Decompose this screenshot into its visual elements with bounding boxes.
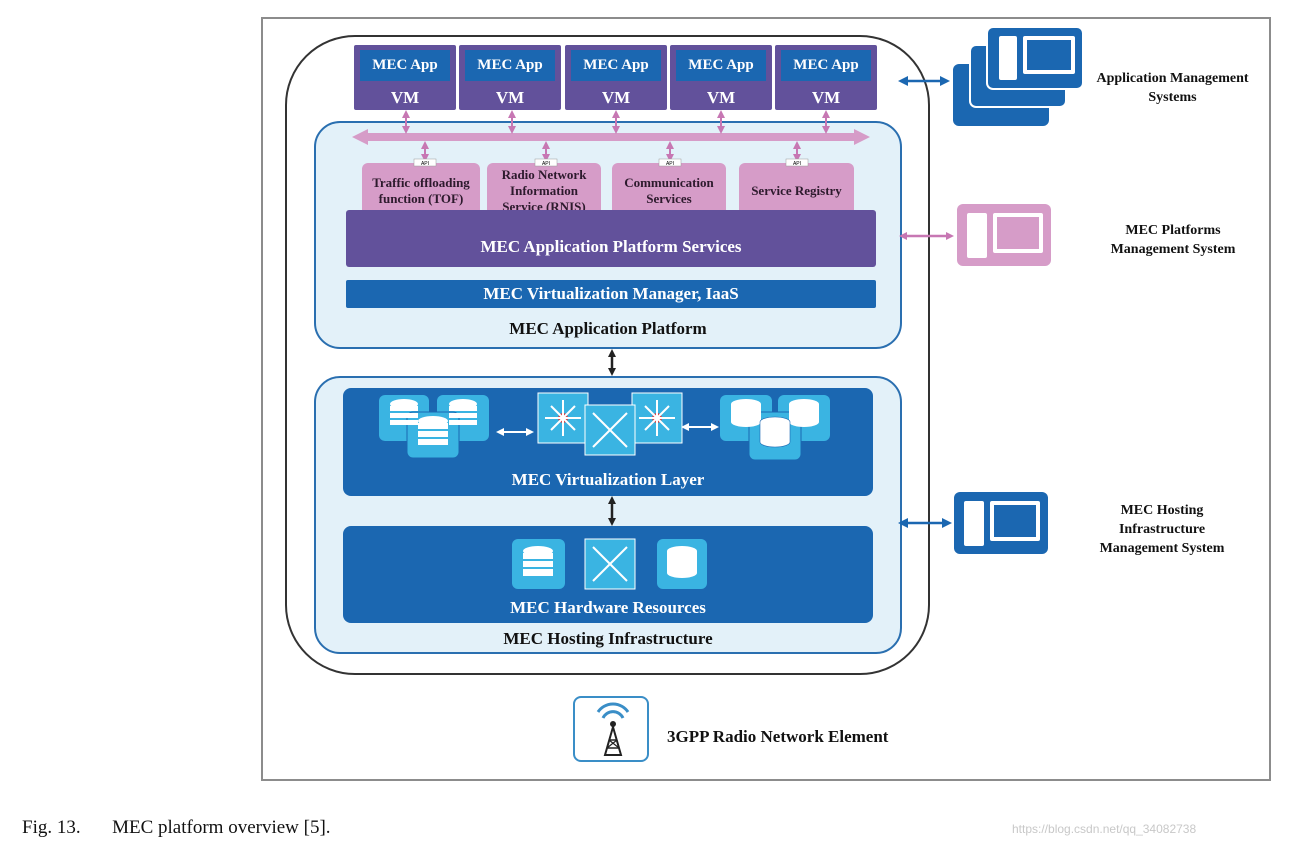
hardware-storage-icon — [512, 539, 565, 589]
mec-app-label: MEC App — [465, 50, 555, 81]
vm-label: VM — [601, 88, 631, 107]
figure-caption: Fig. 13. MEC platform overview [5]. — [22, 817, 331, 839]
hardware-disk-icon — [657, 539, 707, 589]
application-platform-title: MEC Application Platform — [509, 319, 707, 338]
caption-label: Fig. 13. — [22, 817, 81, 838]
vm-label: VM — [706, 88, 736, 107]
radio-element-label: 3GPP Radio Network Element — [667, 727, 889, 746]
network-switch-cluster-icon — [537, 392, 683, 456]
api-tag: API — [666, 161, 674, 167]
platforms-management-label: MEC Platforms Management System — [1110, 223, 1236, 257]
app-management-computers-icon — [953, 26, 1084, 126]
api-tag: API — [542, 161, 550, 167]
app-management-label: Application Management Systems — [1096, 71, 1249, 105]
mec-app-label: MEC App — [571, 50, 661, 81]
vm-box-3: MEC App VM — [565, 45, 667, 110]
api-tag: API — [793, 161, 801, 167]
hardware-resources-label: MEC Hardware Resources — [510, 598, 706, 617]
mec-app-label: MEC App — [676, 50, 766, 81]
radio-tower-icon — [596, 702, 630, 756]
hosting-management-label: MEC Hosting Infrastructure Management Sy… — [1099, 503, 1225, 556]
service-communication: Communication Services — [612, 163, 726, 219]
storage-cluster-right-icon — [720, 395, 830, 461]
platform-services-bar: MEC Application Platform Services — [346, 210, 876, 267]
vm-box-2: MEC App VM — [459, 45, 561, 110]
platform-management-computer-icon — [957, 204, 1051, 266]
service-tof: Traffic offloading function (TOF) — [362, 163, 480, 219]
hardware-switch-icon — [584, 538, 636, 590]
radio-element-box — [573, 696, 649, 762]
virtualization-white-arrows — [496, 423, 719, 436]
service-rnis: Radio Network Information Service (RNIS) — [487, 163, 601, 219]
storage-cluster-left-icon — [379, 395, 489, 459]
hosting-infrastructure-title: MEC Hosting Infrastructure — [503, 629, 713, 648]
service-registry: Service Registry — [739, 163, 854, 219]
vm-box-1: MEC App VM — [354, 45, 456, 110]
mec-app-label: MEC App — [360, 50, 450, 81]
hosting-management-computer-icon — [954, 492, 1048, 554]
mec-app-label: MEC App — [781, 50, 871, 81]
vm-box-5: MEC App VM — [775, 45, 877, 110]
vm-bus-arrows — [402, 110, 830, 134]
caption-text: MEC platform overview [5]. — [112, 817, 331, 838]
virtualization-layer-label: MEC Virtualization Layer — [511, 470, 705, 489]
api-tag: API — [421, 161, 429, 167]
vm-box-4: MEC App VM — [670, 45, 772, 110]
service-api-arrows: API API API API — [413, 141, 809, 167]
vm-label: VM — [390, 88, 420, 107]
virtualization-manager-bar: MEC Virtualization Manager, IaaS — [346, 280, 876, 308]
watermark: https://blog.csdn.net/qq_34082738 — [1012, 822, 1197, 836]
vm-label: VM — [495, 88, 525, 107]
vm-label: VM — [811, 88, 841, 107]
